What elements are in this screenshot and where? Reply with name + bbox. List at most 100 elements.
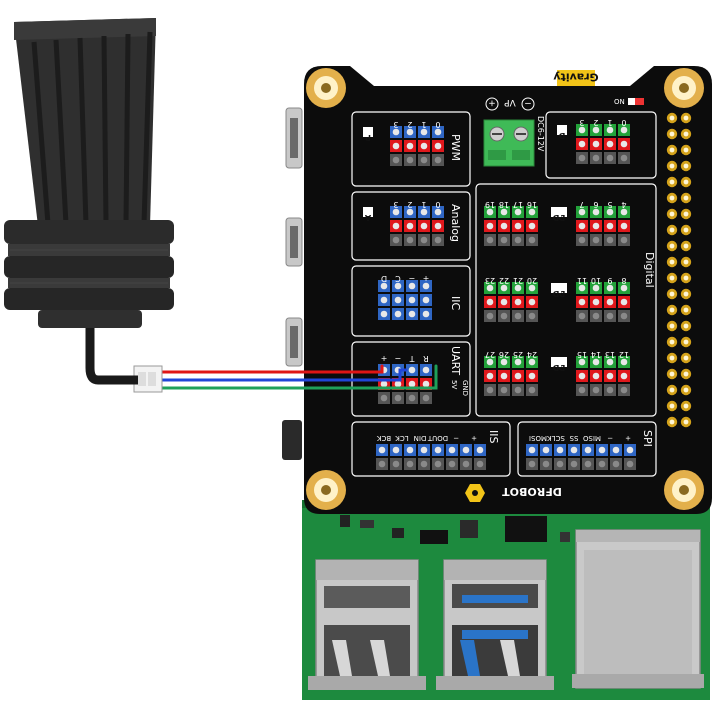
- digital-12-15-pin-3-1-hole: [620, 372, 628, 380]
- pwm-pin-1-1-hole: [406, 142, 414, 150]
- gpio-pin-0-1-hole: [683, 115, 689, 121]
- iis-pin-label-4: −: [453, 434, 459, 442]
- digital-4-7-label-0: 7: [579, 200, 584, 209]
- wire-red: [158, 364, 384, 374]
- gpio-pin-17-0-hole: [669, 387, 675, 393]
- spi-label: SPI: [641, 430, 654, 447]
- digital-24-27-pin-2-1-hole: [514, 372, 522, 380]
- gpio-pin-12-0-hole: [669, 307, 675, 313]
- iis-pin-label-5: +: [471, 434, 477, 442]
- iis-pin-5-0-hole: [448, 446, 456, 454]
- pwm-pin-3-0-hole: [434, 128, 442, 136]
- analog-pin-label-2: 1: [421, 200, 426, 209]
- digital-4-7-pin-0-2-hole: [578, 236, 586, 244]
- digital-12-15-pin-1-0-hole: [592, 358, 600, 366]
- digital-16-19-pin-3-0-hole: [528, 208, 536, 216]
- iis-pin-1-0-hole: [392, 446, 400, 454]
- uart-pin-1-2-hole: [394, 394, 402, 402]
- gpio-pin-13-1-hole: [683, 323, 689, 329]
- digital-20-23-pin-1-0-hole: [500, 284, 508, 292]
- spi-pin-5-0-hole: [598, 446, 606, 454]
- board-title: Gravity I/O Expansion HATV 1.0: [418, 70, 599, 86]
- digital-label: Digital: [643, 252, 656, 288]
- digital-20-23-label-0: 23: [485, 276, 495, 285]
- digital-badge-r2-box: [557, 283, 567, 293]
- digital-24-27-pin-3-2-hole: [528, 386, 536, 394]
- mounting-hole-bottom-left: [306, 470, 346, 510]
- gpio-pin-17-1-hole: [683, 387, 689, 393]
- iic-pin-2-0-hole: [408, 282, 416, 290]
- gpio-pin-7-0-hole: [669, 227, 675, 233]
- digital-20-23-pin-3-1-hole: [528, 298, 536, 306]
- mounting-hole-bottom-right: [664, 470, 704, 510]
- iis-pin-label-1: LCK: [395, 434, 409, 442]
- digital-0-3-pin-3-2-hole: [620, 154, 628, 162]
- digital-8-11-pin-3-0-hole: [620, 284, 628, 292]
- board-title-text: I/O Expansion HATV 1.0: [418, 70, 553, 84]
- digital-24-27-pin-1-1-hole: [500, 372, 508, 380]
- vp-label-group: − VP +: [485, 97, 535, 111]
- brand-label: Gravity: [553, 71, 598, 84]
- pwm-badge: P: [365, 133, 371, 142]
- pwm-pin-1-0-hole: [406, 128, 414, 136]
- gpio-pin-2-1-hole: [683, 147, 689, 153]
- iis-pin-0-0-hole: [378, 446, 386, 454]
- wire-green: [158, 364, 438, 390]
- digital-20-23-pin-0-2-hole: [486, 312, 494, 320]
- digital-16-19-label-0: 19: [485, 200, 495, 209]
- spi-pin-label-0: MOSI: [529, 434, 547, 442]
- digital-badge-r3: D: [558, 363, 565, 372]
- analog-pin-1-2-hole: [406, 236, 414, 244]
- digital-8-11-pin-3-2-hole: [620, 312, 628, 320]
- uart-pin-0-1-hole: [380, 380, 388, 388]
- iic-pin-3-0-hole: [422, 282, 430, 290]
- digital-0-3-pin-2-1-hole: [606, 140, 614, 148]
- analog-pin-1-0-hole: [406, 208, 414, 216]
- digital-4-7-pin-3-2-hole: [620, 236, 628, 244]
- analog-pin-label-0: 3: [393, 200, 398, 209]
- digital-8-11-pin-3-1-hole: [620, 298, 628, 306]
- usb2-port-icon: [308, 559, 426, 690]
- pwm-pin-3-2-hole: [434, 156, 442, 164]
- analog-pin-0-2-hole: [392, 236, 400, 244]
- gpio-pin-10-0-hole: [669, 275, 675, 281]
- digital-12-15-label-1: 14: [591, 350, 601, 359]
- iis-pin-label-0: BCK: [377, 434, 392, 442]
- wire-connector-plug: [133, 365, 163, 393]
- digital-12-15-label-3: 12: [619, 350, 629, 359]
- ethernet-port-icon: [572, 529, 704, 689]
- iic-pin-3-2-hole: [422, 310, 430, 318]
- digital-4-7-pin-0-0-hole: [578, 208, 586, 216]
- digital-16-19-pin-1-1-hole: [500, 222, 508, 230]
- uart-pin-0-2-hole: [380, 394, 388, 402]
- gpio-pin-18-0-hole: [669, 403, 675, 409]
- digital-24-27-pin-1-0-hole: [500, 358, 508, 366]
- digital-badge-l0-box: [551, 207, 561, 217]
- digital-badge-l1-box: [551, 283, 561, 293]
- vp-minus-sign: −: [524, 98, 532, 108]
- digital-16-19-label-1: 18: [499, 200, 509, 209]
- analog-pin-3-2-hole: [434, 236, 442, 244]
- uart-pin-label-1: −: [395, 354, 402, 363]
- digital-8-11-label-2: 9: [607, 276, 612, 285]
- digital-16-19-pin-1-0-hole: [500, 208, 508, 216]
- uart-pin-label-0: +: [381, 354, 388, 363]
- uart-pin-3-2-hole: [422, 394, 430, 402]
- iis-pin-6-1-hole: [462, 460, 470, 468]
- digital-0-3-pin-1-2-hole: [592, 154, 600, 162]
- digital-24-27-pin-0-1-hole: [486, 372, 494, 380]
- pwm-pin-label-0: 3: [393, 120, 398, 129]
- gpio-pin-3-1-hole: [683, 163, 689, 169]
- uart-pin-2-1-hole: [408, 380, 416, 388]
- analog-badge-box: [363, 207, 373, 217]
- gpio-header: [666, 112, 692, 428]
- iis-label: IIS: [487, 430, 500, 443]
- digital-16-19-pin-2-0-hole: [514, 208, 522, 216]
- digital-8-11-label-1: 10: [591, 276, 601, 285]
- digital-8-11-pin-1-2-hole: [592, 312, 600, 320]
- digital-badge-l2: D: [552, 363, 559, 372]
- digital-badge-r2: D: [558, 289, 565, 298]
- iic-label: IIC: [449, 296, 462, 310]
- pwm-pin-label-2: 1: [421, 120, 426, 129]
- digital-20-23-pin-3-0-hole: [528, 284, 536, 292]
